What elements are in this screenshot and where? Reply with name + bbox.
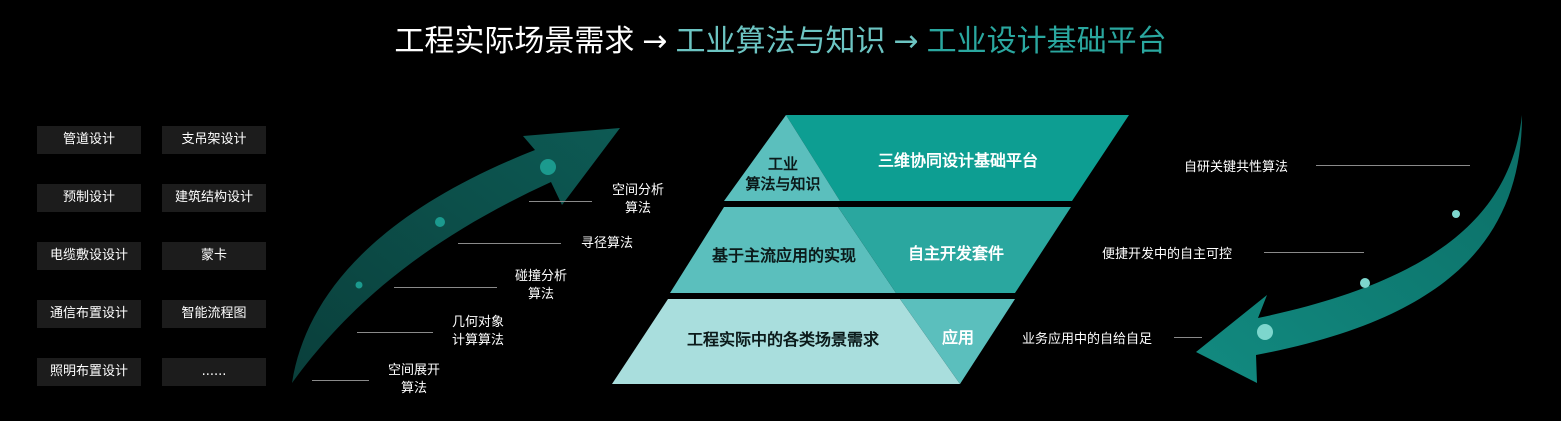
right-label: 业务应用中的自给自足	[1022, 332, 1153, 347]
scenario-chip: 管道设计	[37, 126, 141, 154]
top-right-block	[786, 115, 1129, 201]
scenario-chip: ......	[162, 358, 266, 386]
leader-line	[394, 287, 497, 288]
algorithm-label: 几何对象计算算法	[451, 315, 504, 348]
title-part-scenarios: 工程实际场景需求	[394, 24, 635, 59]
arrow-dot	[435, 217, 445, 227]
leader-line	[1264, 252, 1364, 253]
algorithm-label: 碰撞分析算法	[514, 269, 567, 302]
title-part-algorithms: 工业算法与知识	[675, 24, 886, 59]
bottom-left-block	[612, 299, 960, 384]
algorithm-label: 寻径算法	[580, 236, 633, 251]
leader-line	[357, 332, 433, 333]
top-left-block	[724, 115, 840, 201]
algorithm-label: 空间展开算法	[387, 363, 440, 396]
top-right-label: 三维协同设计基础平台	[878, 151, 1038, 170]
right-label: 便捷开发中的自主可控	[1102, 247, 1233, 262]
arrow-dot	[1452, 210, 1460, 218]
bottom-left-label: 工程实际中的各类场景需求	[687, 330, 880, 349]
left-curved-arrow-icon	[292, 128, 620, 383]
top-left-label: 工业	[768, 155, 798, 173]
scenario-chip: 照明布置设计	[37, 358, 141, 386]
page-title: 工程实际场景需求→工业算法与知识→工业设计基础平台	[0, 16, 1561, 60]
arrow-dot	[1257, 324, 1273, 340]
arrow-dot	[1360, 278, 1370, 288]
bottom-right-label: 应用	[942, 328, 974, 347]
scenario-chip: 电缆敷设设计	[37, 242, 141, 270]
scenario-chip: 通信布置设计	[37, 300, 141, 328]
scenario-chip: 支吊架设计	[162, 126, 266, 154]
scenario-chip: 智能流程图	[162, 300, 266, 328]
leader-line	[458, 243, 561, 244]
right-arrow-icon: →	[893, 24, 919, 59]
right-arrow-icon: →	[642, 24, 668, 59]
right-curved-arrow-icon	[1196, 115, 1522, 383]
scenario-chip: 蒙卡	[162, 242, 266, 270]
mid-right-label: 自主开发套件	[908, 244, 1004, 263]
leader-line	[1316, 165, 1470, 166]
scenario-chip: 预制设计	[37, 184, 141, 212]
scenario-chip: 建筑结构设计	[162, 184, 266, 212]
right-label: 自研关键共性算法	[1184, 160, 1289, 175]
leader-line	[529, 201, 592, 202]
top-left-label: 算法与知识	[745, 175, 820, 193]
arrow-dot	[540, 159, 556, 175]
leader-line	[312, 380, 369, 381]
arrow-dot	[355, 281, 363, 289]
algorithm-label: 空间分析算法	[611, 183, 664, 216]
mid-left-block	[670, 207, 896, 293]
mid-left-label: 基于主流应用的实现	[711, 246, 856, 265]
title-part-platform: 工业设计基础平台	[926, 24, 1167, 59]
bottom-right-block	[900, 299, 1015, 384]
mid-right-block	[838, 207, 1071, 293]
leader-line	[1174, 337, 1202, 338]
